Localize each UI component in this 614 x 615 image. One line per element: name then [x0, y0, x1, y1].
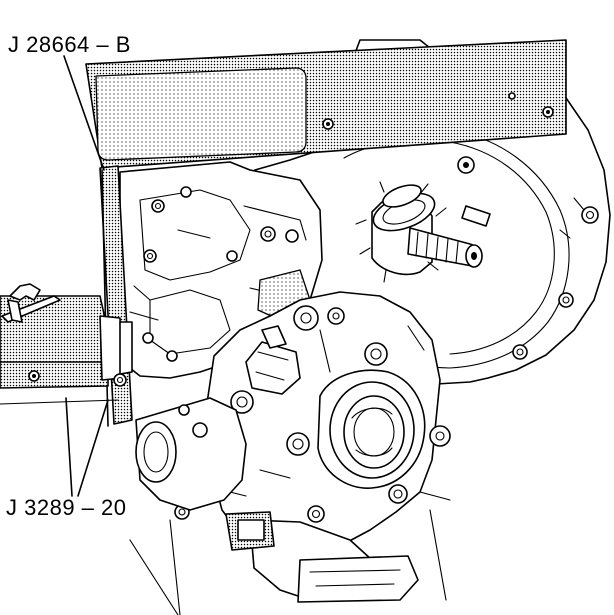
leader-line-fixture — [63, 55, 105, 171]
callout-fixture-tool: J 28664 – B — [8, 32, 131, 57]
leader-line-puller — [65, 397, 73, 497]
lower-mount — [129, 491, 451, 615]
end-cap — [135, 397, 247, 511]
gear-housing — [205, 291, 451, 553]
input-shaft — [355, 181, 491, 283]
leader-line-puller-2 — [77, 399, 109, 497]
puller-tool — [0, 283, 133, 405]
leader-lines — [63, 55, 109, 497]
callout-puller-tool: J 3289 – 20 — [6, 495, 127, 520]
